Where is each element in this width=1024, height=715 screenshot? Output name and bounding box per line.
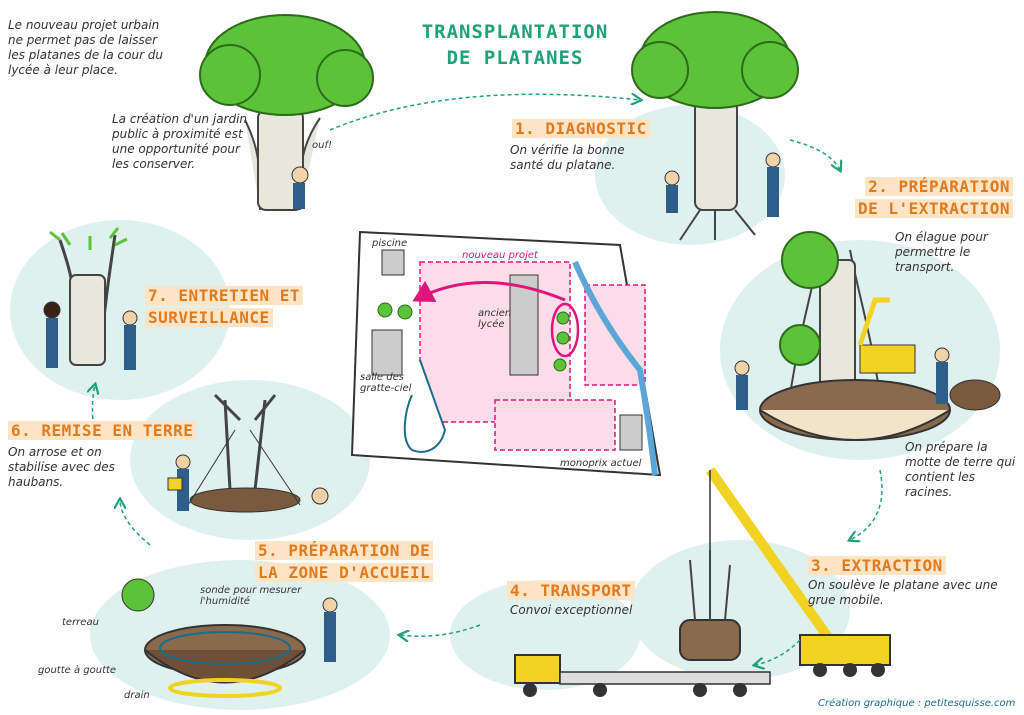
step-6-desc: On arrose et on stabilise avec des hauba…	[8, 445, 115, 489]
diagram-title: TRANSPLANTATION DE PLATANES	[400, 20, 630, 71]
step-2-desc-2: On prépare la motte de terre qui contien…	[905, 440, 1016, 499]
map-label-ancien-lycee: ancien lycée	[478, 308, 512, 330]
city-map-illustration	[350, 230, 662, 477]
map-label-monoprix: monoprix actuel	[560, 458, 642, 469]
intro-text-1: Le nouveau projet urbain ne permet pas d…	[8, 18, 164, 77]
step-2-label: 2. PRÉPARATION DE L'EXTRACTION	[808, 176, 1013, 219]
step-3-desc: On soulève le platane avec une grue mobi…	[808, 578, 998, 607]
truck-illustration	[514, 654, 771, 697]
preparation-tree-illustration	[734, 231, 1001, 441]
speech-bubble: ouf!	[312, 140, 332, 151]
map-label-nouveau-projet: nouveau projet	[462, 250, 538, 261]
replanting-tree-illustration	[167, 393, 329, 513]
step-7-label: 7. ENTRETIEN ET SURVEILLANCE	[145, 285, 303, 328]
step-6-label: 6. REMISE EN TERRE	[8, 420, 197, 442]
step-3-label: 3. EXTRACTION	[808, 555, 946, 577]
map-label-salle: salle des gratte-ciel	[360, 372, 412, 394]
label-drain: drain	[124, 690, 150, 701]
step-1-desc: On vérifie la bonne santé du platane.	[510, 143, 625, 172]
maintenance-tree-illustration	[43, 227, 138, 370]
crane-illustration	[679, 467, 891, 677]
intro-tree-illustration	[199, 14, 374, 211]
step-5-label: 5. PRÉPARATION DE LA ZONE D'ACCUEIL	[255, 540, 434, 583]
title-line-1: TRANSPLANTATION	[421, 21, 609, 43]
credit-text: Création graphique : petitesquisse.com	[818, 698, 1016, 709]
intro-text-2: La création d'un jardin public à proximi…	[112, 112, 248, 171]
diagnostic-tree-illustration	[631, 11, 799, 241]
label-goutte-a-goutte: goutte à goutte	[38, 665, 117, 676]
planting-pit-illustration	[121, 578, 338, 698]
step-2-desc: On élague pour permettre le transport.	[895, 230, 988, 274]
label-sonde: sonde pour mesurer l'humidité	[200, 585, 302, 607]
title-line-2: DE PLATANES	[446, 46, 584, 69]
label-terreau: terreau	[62, 617, 99, 628]
step-4-label: 4. TRANSPORT	[507, 580, 635, 602]
step-4-desc: Convoi exceptionnel	[510, 603, 633, 617]
map-label-piscine: piscine	[372, 238, 408, 249]
cycle-arrows	[93, 94, 883, 665]
step-1-label: 1. DIAGNOSTIC	[512, 118, 650, 140]
